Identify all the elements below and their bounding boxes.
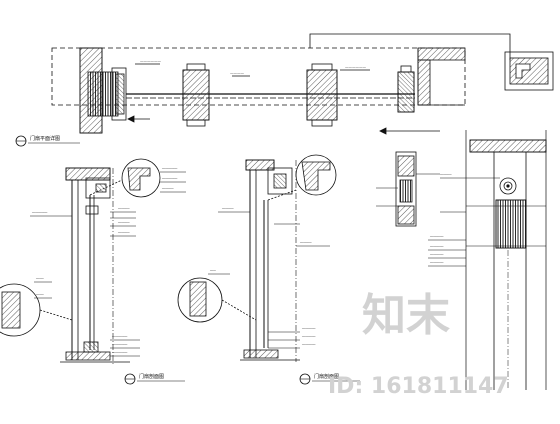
left-section-title: 门扇剖面图	[139, 373, 164, 380]
middle-section: ────── ────── ─── ─────── ─────── ──────…	[177, 154, 337, 362]
svg-text:───────: ───────	[301, 343, 316, 347]
svg-text:──────: ──────	[117, 231, 130, 235]
middle-section-title: 门扇剖面图	[314, 373, 339, 380]
svg-text:────────: ────────	[161, 167, 177, 171]
svg-text:──────: ──────	[299, 241, 312, 245]
right-jamb	[397, 65, 415, 113]
svg-text:──────: ──────	[161, 187, 174, 191]
svg-text:───────: ───────	[429, 245, 444, 249]
svg-text:───────: ───────	[301, 335, 316, 339]
plan-title-marker: 门扇平面详图	[15, 135, 80, 147]
stile-2	[306, 63, 338, 127]
stile-1	[182, 63, 210, 127]
left-frame-block	[87, 71, 119, 117]
svg-text:──────: ──────	[439, 173, 452, 177]
svg-text:————: ————	[230, 71, 245, 75]
svg-text:──────: ──────	[221, 207, 234, 211]
svg-text:────────: ────────	[111, 351, 127, 355]
svg-text:────: ────	[35, 293, 44, 297]
plan-title: 门扇平面详图	[30, 135, 60, 142]
inset-corner-detail	[504, 51, 554, 91]
svg-text:───────: ───────	[429, 235, 444, 239]
svg-text:───: ───	[209, 269, 216, 273]
svg-text:────────: ────────	[161, 177, 177, 181]
svg-text:——————: ——————	[140, 59, 162, 63]
plan-detail: —————— ———— ——————	[51, 33, 554, 135]
middle-section-title-marker: 门扇剖面图	[299, 373, 360, 385]
svg-text:——————: ——————	[345, 65, 367, 69]
watermark: 知末 ID: 161811147	[328, 290, 509, 399]
svg-text:───────: ───────	[301, 327, 316, 331]
hinge-detail	[376, 151, 440, 227]
svg-text:────: ────	[35, 277, 44, 281]
svg-text:────────: ────────	[111, 335, 127, 339]
svg-text:──────: ──────	[117, 221, 130, 225]
watermark-id: ID: 161811147	[328, 374, 509, 399]
svg-text:───────: ───────	[429, 261, 444, 265]
svg-text:────────: ────────	[31, 211, 47, 215]
right-section: ────── ─────── ─────── ─────── ───────	[428, 130, 547, 390]
svg-text:──────: ──────	[117, 207, 130, 211]
svg-text:───────: ───────	[429, 253, 444, 257]
left-section-title-marker: 门扇剖面图	[124, 373, 185, 385]
left-section: ──────── ────── ────── ────── ──────── ─…	[0, 158, 186, 364]
watermark-brand: 知末	[362, 290, 450, 341]
inset-leader	[309, 33, 511, 60]
plan-boundary-dashed	[51, 47, 466, 106]
svg-text:────────: ────────	[111, 343, 127, 347]
